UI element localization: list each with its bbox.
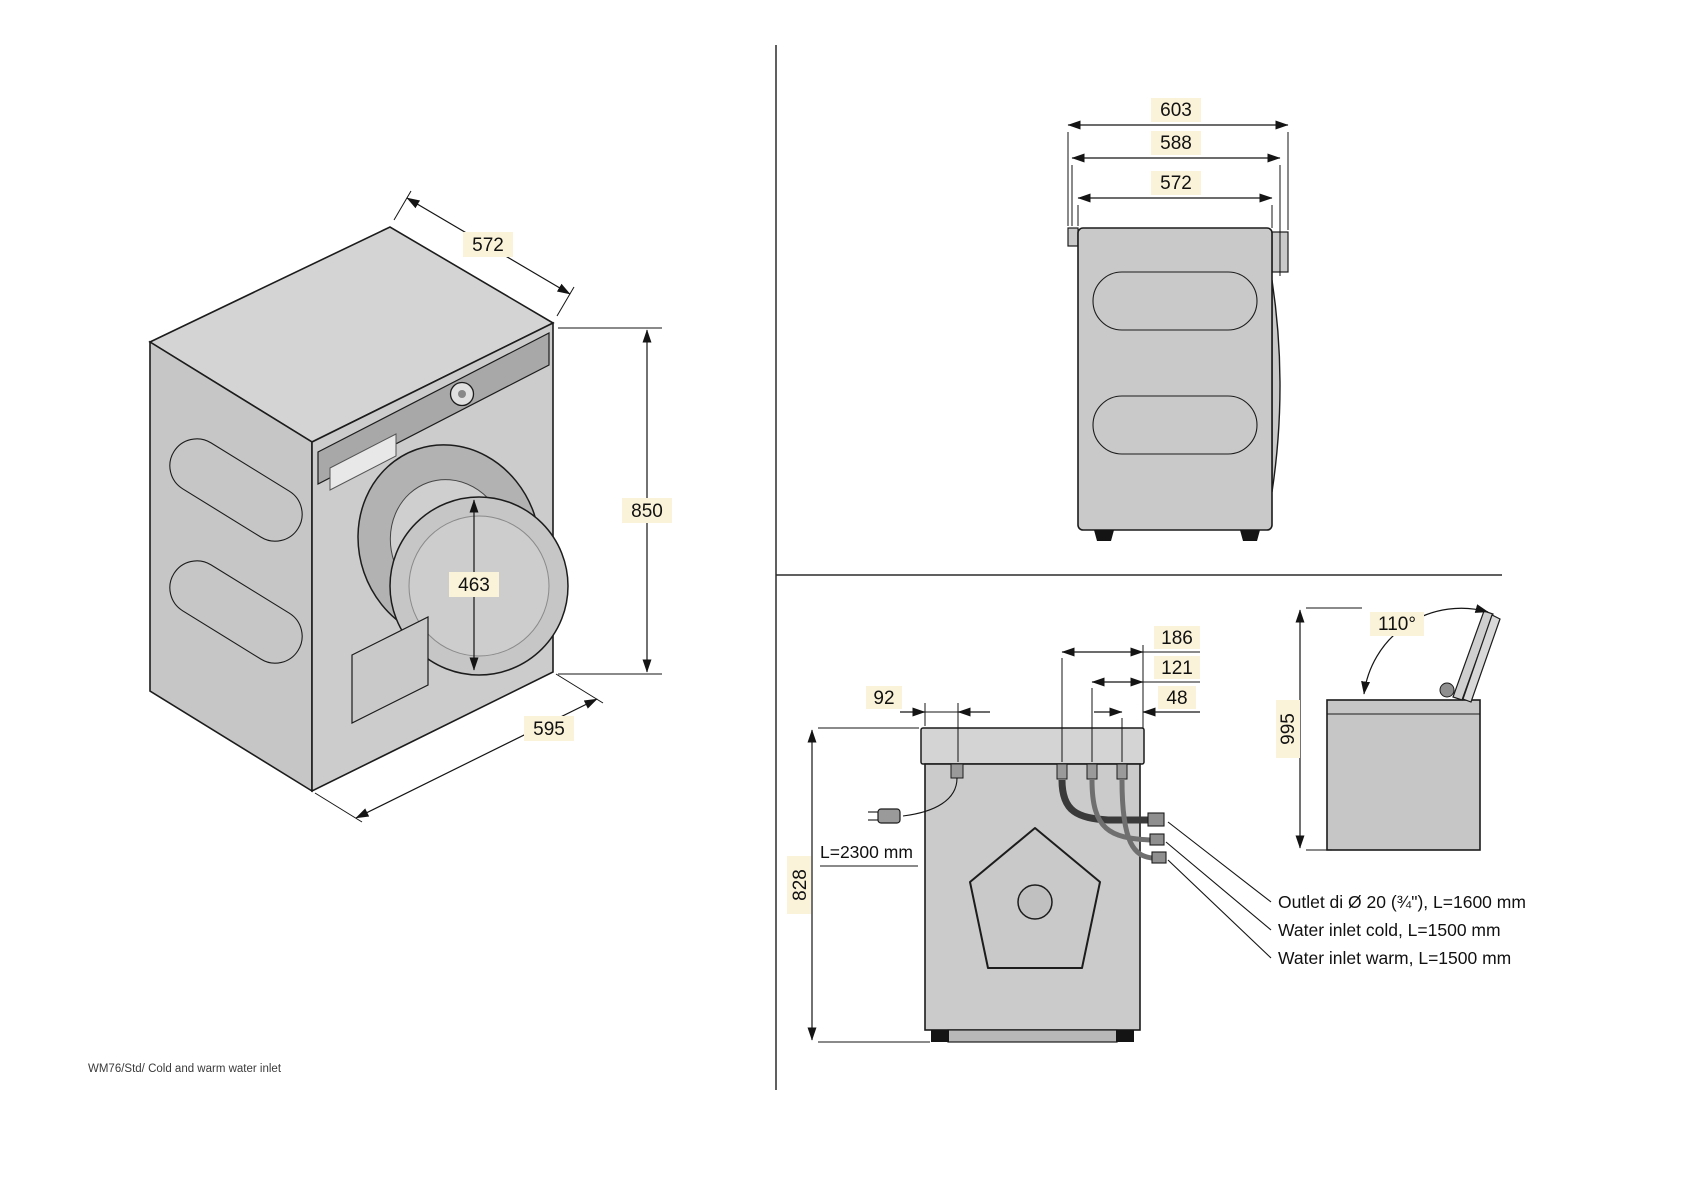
emboss-outline <box>169 560 303 664</box>
dim-rear-offset-c: 48 <box>1166 688 1187 709</box>
ext-line <box>555 673 604 704</box>
rear-panel-hub <box>1017 884 1053 920</box>
dim-side-body: 572 <box>1160 173 1192 194</box>
label-highlight <box>1158 686 1196 709</box>
side-view: 603 588 572 <box>1067 98 1289 541</box>
foot-left <box>931 1030 949 1042</box>
ext-line <box>556 286 575 317</box>
dim-lid-height: 995 <box>1278 713 1299 745</box>
display-window <box>329 433 397 491</box>
cold-inlet-stub <box>1086 763 1098 780</box>
isometric-view: 572 850 463 595 <box>148 190 672 823</box>
dim-iso-height: 850 <box>631 501 663 522</box>
emboss-outline <box>169 438 303 542</box>
power-cord <box>902 777 958 817</box>
foot-rear <box>1240 530 1260 541</box>
label-highlight <box>524 716 574 741</box>
label-highlight <box>463 232 513 257</box>
ext-line <box>314 792 363 823</box>
dim-iso-depth: 572 <box>472 235 504 256</box>
side-emboss-upper <box>1092 271 1258 331</box>
label-highlight <box>622 498 672 523</box>
front-trim <box>1067 227 1079 247</box>
cord-grommet <box>950 763 964 779</box>
label-highlight <box>449 572 499 597</box>
dim-rear-offset-a: 186 <box>1161 628 1193 649</box>
footer-model-label: WM76/Std/ Cold and warm water inlet <box>88 1063 282 1075</box>
leader-outlet <box>1167 821 1272 903</box>
warm-inlet-stub <box>1116 763 1128 780</box>
warm-fitting <box>1151 851 1167 864</box>
detergent-drawer <box>351 616 429 724</box>
label-highlight <box>1154 626 1200 649</box>
foot-right <box>1116 1030 1134 1042</box>
dim-side-mid: 588 <box>1160 133 1192 154</box>
lid-view-body <box>1326 699 1481 851</box>
dim-side-total: 603 <box>1160 100 1192 121</box>
warm-inlet-hose <box>1119 779 1153 861</box>
left-panel-emboss-upper <box>169 438 303 542</box>
dim-lid-angle: 110° <box>1378 614 1416 635</box>
leader-warm <box>1167 859 1272 959</box>
cold-inlet-hose <box>1089 779 1151 843</box>
detergent-cup <box>1439 682 1455 698</box>
rear-top-panel <box>920 727 1145 765</box>
label-highlight <box>1151 171 1201 195</box>
dim-iso-door: 463 <box>458 575 490 596</box>
label-highlight <box>1276 700 1300 758</box>
lid-angle-view: 110° 995 <box>1276 604 1501 851</box>
label-highlight <box>1151 131 1201 155</box>
left-panel-emboss-lower <box>169 560 303 664</box>
callout-outlet: Outlet di Ø 20 (¾"), L=1600 mm <box>1278 892 1526 912</box>
callout-warm: Water inlet warm, L=1500 mm <box>1278 948 1511 968</box>
program-knob-center <box>458 390 466 398</box>
label-highlight <box>1151 98 1201 122</box>
power-plug <box>877 808 901 824</box>
outlet-hose <box>1058 779 1148 824</box>
ext-line <box>393 190 412 221</box>
label-highlight <box>1154 656 1200 679</box>
door-bulge <box>1271 279 1281 493</box>
dim-rear-cord-offset: 92 <box>873 688 894 709</box>
rear-view: L=2300 mm 92 186 121 <box>787 626 1526 1043</box>
outlet-fitting <box>1147 812 1165 827</box>
callout-cold: Water inlet cold, L=1500 mm <box>1278 920 1501 940</box>
leader-cold <box>1165 841 1272 931</box>
label-highlight <box>1370 612 1424 636</box>
cord-length-label: L=2300 mm <box>820 842 913 862</box>
dim-iso-width: 595 <box>533 719 565 740</box>
label-highlight <box>787 856 811 914</box>
dim-rear-offset-b: 121 <box>1161 658 1193 679</box>
outlet-stub <box>1056 763 1068 780</box>
cold-fitting <box>1149 833 1165 846</box>
rear-base <box>947 1029 1118 1043</box>
label-highlight <box>866 686 902 709</box>
dim-rear-height: 828 <box>790 869 811 901</box>
foot-front <box>1094 530 1114 541</box>
side-emboss-lower <box>1092 395 1258 455</box>
side-body <box>1077 227 1273 531</box>
